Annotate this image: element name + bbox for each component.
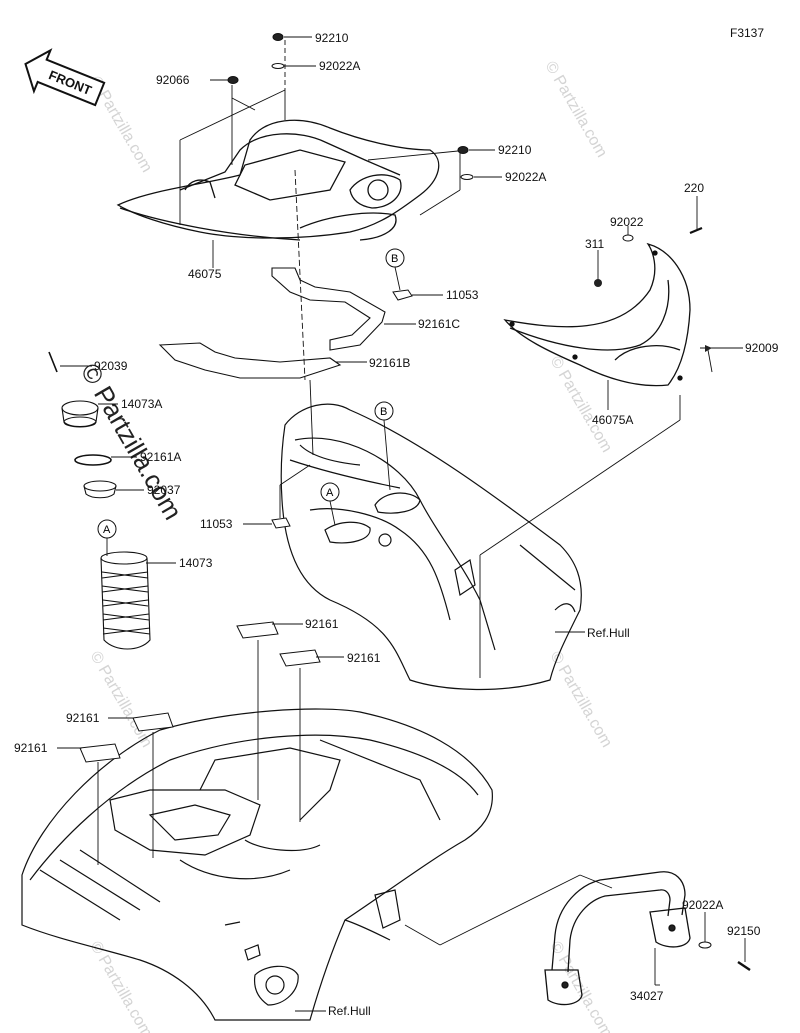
part-label-14073: 14073 (179, 556, 213, 570)
part-label-46075: 46075 (188, 267, 222, 281)
watermark-text: © Partzilla.com (547, 354, 616, 456)
part-label-220: 220 (684, 181, 704, 195)
part-label-11053: 11053 (200, 517, 233, 531)
watermark-text: © Partzilla.com (547, 649, 616, 751)
gasket-92161b (158, 342, 342, 379)
front-arrow-icon: FRONT (24, 48, 106, 107)
decal-92161-icon (236, 621, 279, 639)
decal-92161-icon (279, 649, 321, 667)
figure-code: F3137 (730, 26, 764, 40)
screw-icon (705, 345, 712, 352)
watermark-text: © Partzilla.com (542, 59, 611, 161)
part-label-92009: 92009 (745, 341, 779, 355)
callout-a-label: A (326, 487, 334, 499)
watermark-layer: © Partzilla.com © Partzilla.com © Partzi… (75, 59, 615, 1033)
leader-lines (179, 40, 469, 456)
decal-92161-icon (132, 712, 174, 732)
callout-a: A (320, 482, 340, 526)
nut-icon (594, 279, 602, 287)
bolt-head-icon (227, 76, 239, 84)
hardware-top (227, 33, 474, 180)
part-label-92161: 92161 (66, 711, 100, 725)
part-label-34027: 34027 (630, 989, 664, 1003)
part-label-92037: 92037 (147, 483, 181, 497)
part-label-92066: 92066 (156, 73, 190, 87)
part-label-92022a: 92022A (682, 898, 723, 912)
part-label-14073a: 14073A (121, 397, 162, 411)
callout-a: A (97, 519, 117, 539)
part-label-92210: 92210 (498, 143, 532, 157)
deck-cover-46075 (116, 119, 440, 241)
clip-11053-icon (271, 517, 291, 529)
callout-b-label: B (380, 406, 387, 418)
callout-b: B (374, 401, 394, 491)
clip-11053-icon (392, 289, 413, 301)
hull-upper (280, 403, 582, 691)
watermark-text: © Partzilla.com (87, 649, 156, 751)
part-label-311: 311 (585, 237, 604, 251)
part-label-92210: 92210 (315, 31, 349, 45)
watermark-text: © Partzilla.com (87, 939, 156, 1033)
bolt-icon (737, 961, 751, 971)
part-label-92161: 92161 (347, 651, 381, 665)
rear-cover-46075a (503, 242, 691, 387)
part-label-92022a: 92022A (319, 59, 360, 73)
washer-icon (698, 941, 712, 949)
washer-icon (622, 234, 634, 242)
hull-lower (21, 708, 493, 1021)
gasket-92161c (271, 267, 386, 351)
part-label-46075a: 46075A (592, 413, 633, 427)
nut-icon (272, 33, 284, 41)
washer-icon (460, 174, 474, 180)
watermark-text: © Partzilla.com (75, 358, 189, 525)
part-label-92161b: 92161B (369, 356, 410, 370)
callout-b-label: B (391, 253, 398, 265)
part-label-92161c: 92161C (418, 317, 460, 331)
decal-pads (79, 621, 321, 763)
decal-92161-icon (79, 743, 121, 763)
washer-icon (271, 63, 285, 69)
nut-icon (457, 146, 469, 154)
callout-b: B (385, 248, 405, 291)
part-label-92161: 92161 (305, 617, 339, 631)
part-label-92022: 92022 (610, 215, 644, 229)
ref-hull-label: Ref.Hull (328, 1004, 371, 1018)
part-label-92039: 92039 (94, 359, 128, 373)
part-label-92022a: 92022A (505, 170, 546, 184)
part-label-11053: 11053 (446, 288, 479, 302)
part-label-92161: 92161 (14, 741, 48, 755)
hose-assembly (48, 351, 151, 650)
grab-handle-34027 (544, 871, 691, 1006)
callout-a-label: A (103, 524, 111, 536)
part-label-92161a: 92161A (140, 450, 181, 464)
part-label-92150: 92150 (727, 924, 761, 938)
ref-hull-label: Ref.Hull (587, 626, 630, 640)
